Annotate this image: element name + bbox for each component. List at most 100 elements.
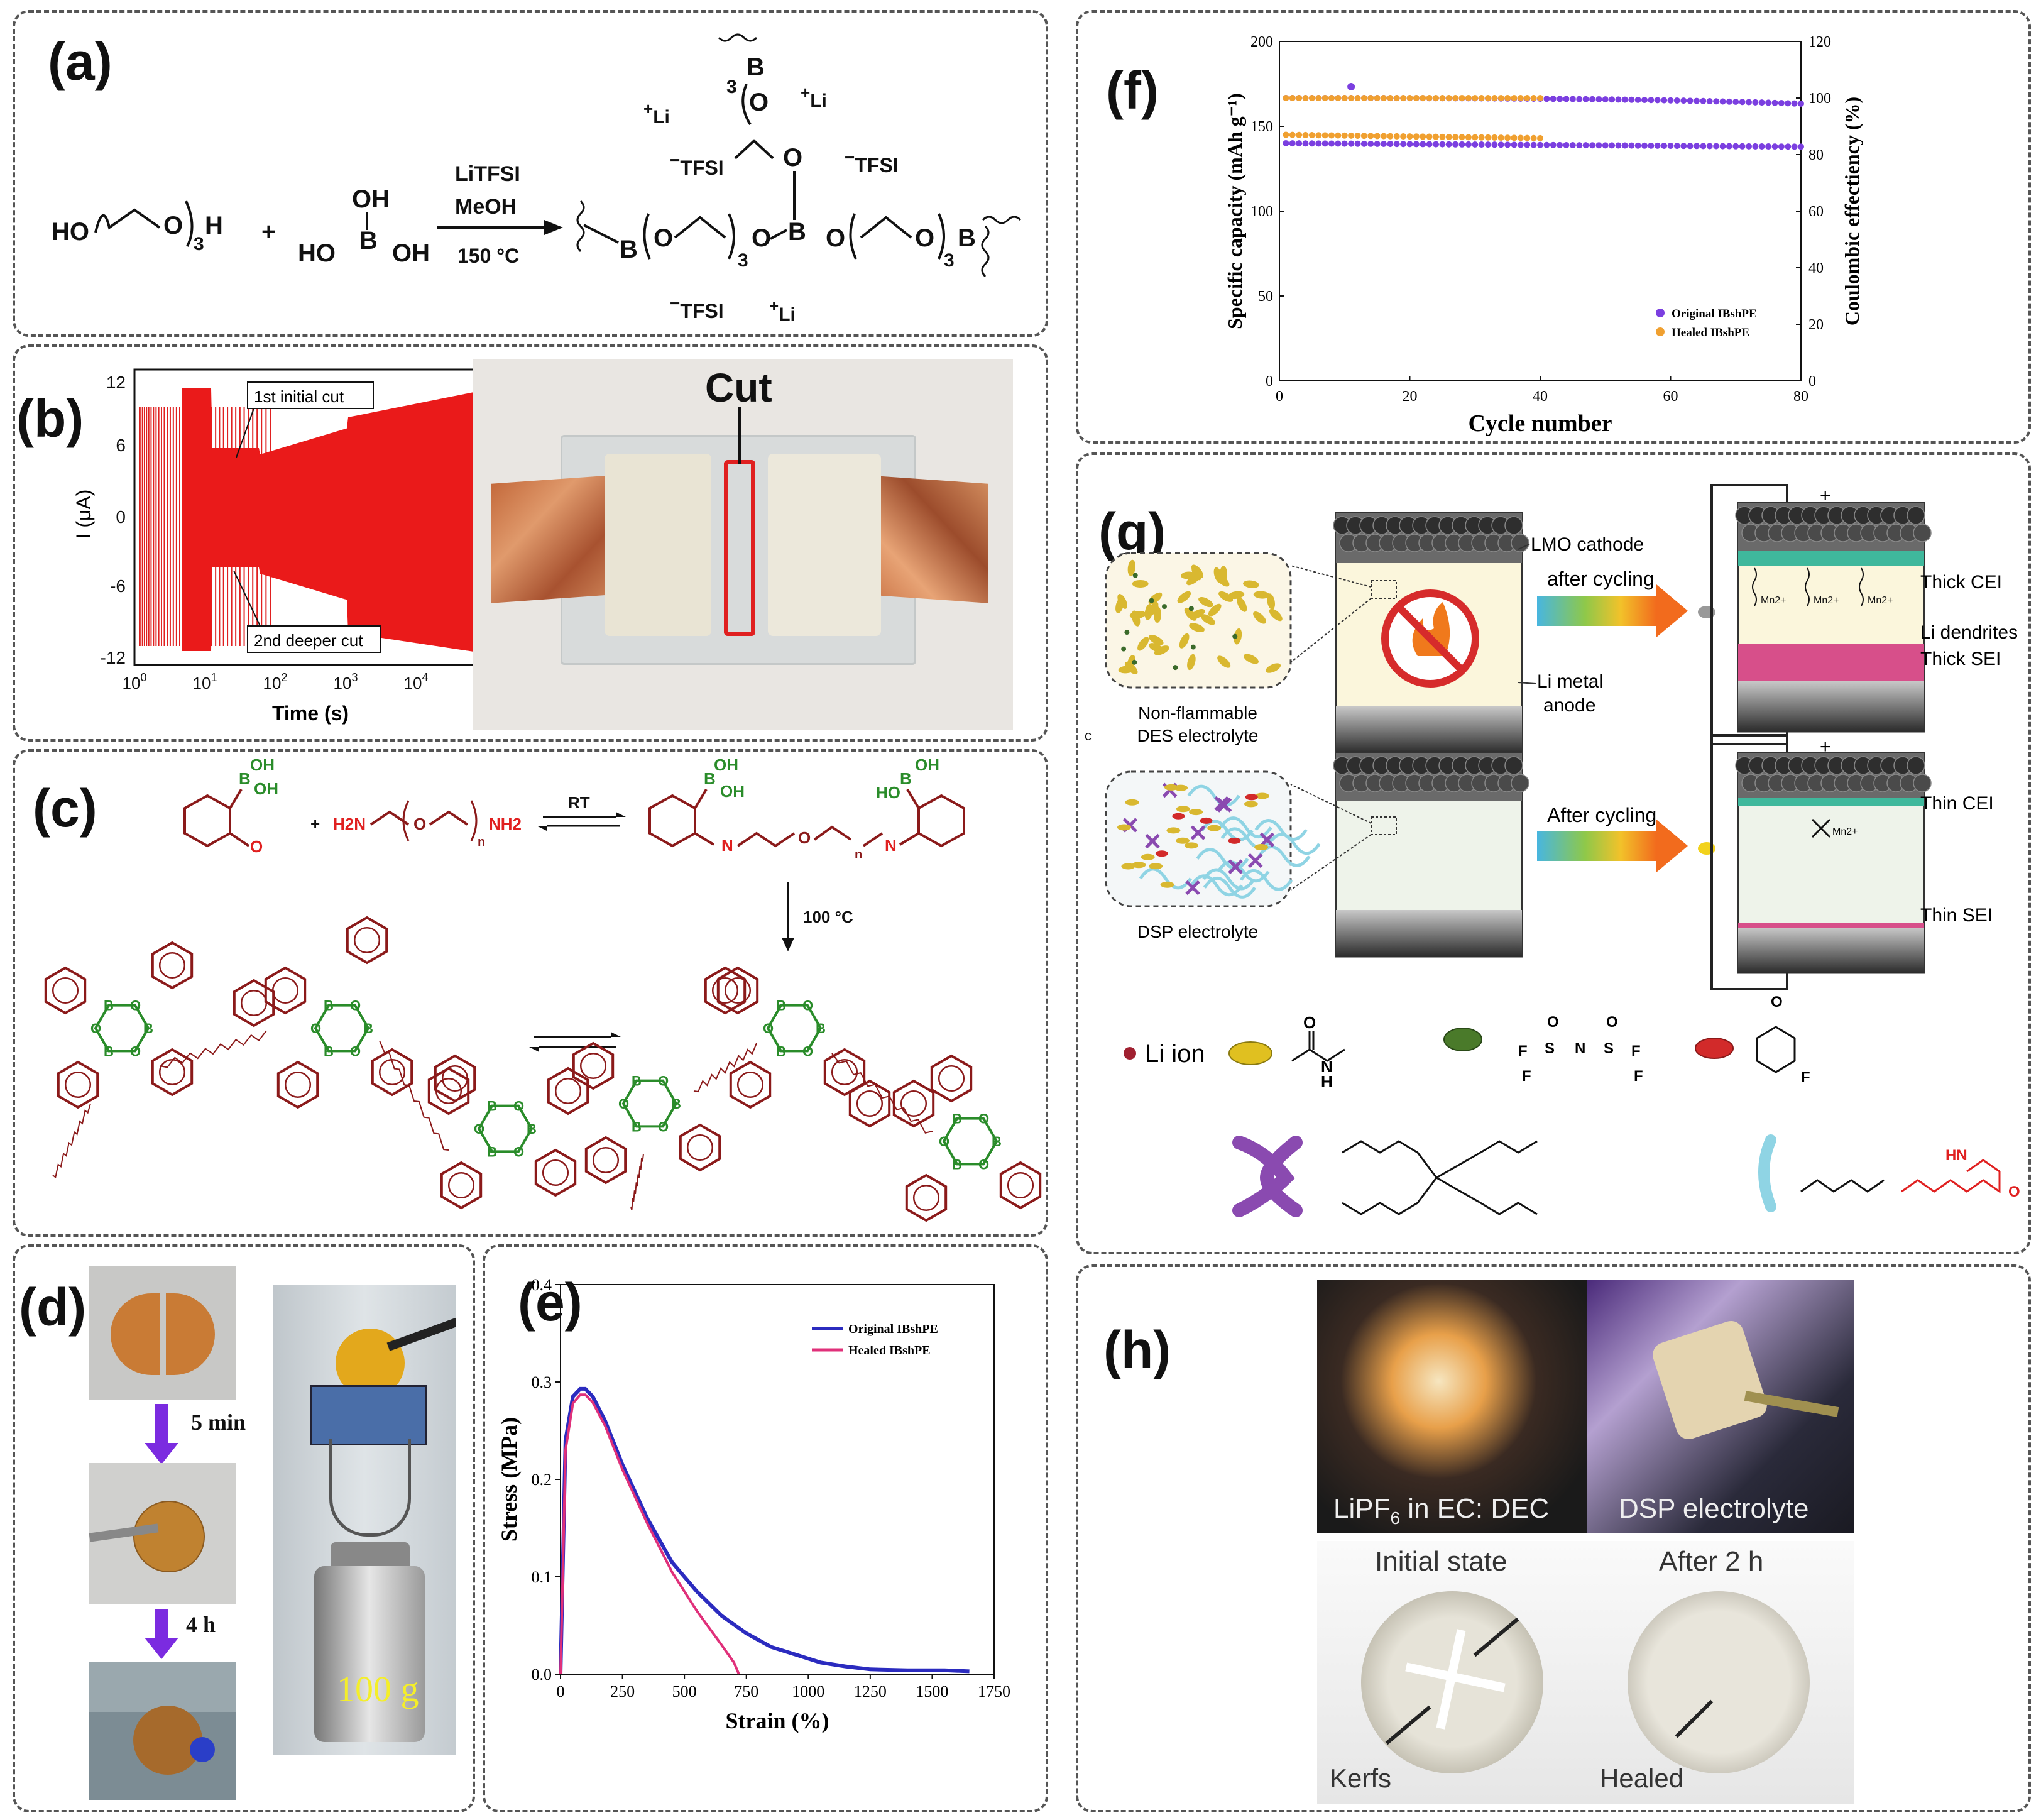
imine-product: B OH OH N O n N B HO OH [648, 755, 965, 862]
f-capacity-point [1504, 141, 1511, 148]
svg-text:O: O [90, 1021, 101, 1036]
f-capacity-point [1348, 132, 1355, 139]
current-time-plot: 12 6 0 -6 -12 I (μA) 100 101 102 103 104… [72, 368, 498, 725]
f-ce-point [1543, 96, 1550, 102]
time-4h: 4 h [186, 1612, 216, 1637]
prod-o4: O [915, 224, 934, 252]
panel-a-scheme: HO O 3 H + OH B HO OH LiTFSI MeOH 150 °C… [52, 33, 1022, 325]
panel-b: (b) 12 6 0 -6 -12 I (μA) 100 101 102 103… [13, 344, 1048, 742]
f-capacity-point [1387, 133, 1394, 140]
f-y2label: Coulombic effectiency (%) [1841, 97, 1863, 326]
f-y2tick: 80 [1808, 147, 1824, 163]
f-capacity-point [1465, 134, 1472, 141]
f-capacity-point [1758, 143, 1765, 150]
svg-text:O: O [413, 814, 426, 833]
svg-text:B: B [324, 998, 334, 1014]
f-capacity-point [1321, 140, 1328, 147]
atom-f: F [1631, 1043, 1641, 1060]
prod-b2: B [788, 218, 806, 246]
atom-hn: HN [1945, 1147, 1967, 1164]
f-y2tick: 60 [1808, 204, 1824, 220]
svg-text:O: O [350, 1043, 361, 1059]
lipf6-caption: LiPF6 in EC: DEC [1333, 1493, 1550, 1528]
atom-h: H [1321, 1072, 1333, 1091]
prod-b4: B [747, 53, 765, 81]
reagent-ho: HO [52, 218, 89, 246]
prod-sub3: 3 [726, 77, 737, 97]
f-ce-point [1654, 97, 1661, 104]
atom-f: F [1518, 1043, 1528, 1060]
f-ce-point [1621, 96, 1628, 103]
panel-g-label: (g) [1098, 502, 1166, 561]
panel-e-label: (e) [518, 1273, 583, 1332]
f-ce-point [1302, 95, 1309, 101]
f-ce-point [1732, 98, 1739, 105]
f-ce-point [1667, 97, 1674, 104]
svg-text:O: O [658, 1073, 669, 1089]
svg-text:N: N [885, 836, 897, 855]
f-capacity-point [1746, 143, 1752, 150]
prod-sub2: 3 [944, 250, 955, 271]
b-xtick: 104 [404, 671, 429, 693]
f-ce-point [1341, 95, 1348, 101]
f-ce-point [1661, 97, 1668, 104]
f-ce-point [1439, 95, 1446, 101]
f-capacity-point [1367, 133, 1374, 140]
e-series-healed [559, 1393, 740, 1675]
f-capacity-point [1778, 143, 1785, 150]
f-capacity-point [1798, 143, 1804, 150]
atom-o: O [1606, 1014, 1618, 1031]
f-capacity-point [1465, 141, 1472, 148]
panel-f-label: (f) [1106, 61, 1159, 120]
f-capacity-point [1628, 142, 1635, 149]
svg-text:O: O [978, 1156, 989, 1172]
reagent-sub: 3 [194, 234, 204, 255]
plus-c: + [310, 814, 320, 833]
f-capacity-point [1537, 134, 1543, 141]
b-ann1: 1st initial cut [254, 387, 344, 406]
f-capacity-point [1739, 143, 1746, 150]
f-ce-point [1550, 96, 1557, 102]
f-ce-point [1387, 95, 1394, 101]
f-capacity-point [1687, 143, 1694, 150]
f-xlabel: Cycle number [1468, 410, 1612, 437]
f-capacity-point [1296, 140, 1303, 147]
arrow-2 [155, 1609, 168, 1642]
svg-text:B: B [671, 1096, 681, 1112]
atom-f: F [1801, 1069, 1810, 1086]
f-capacity-point [1393, 141, 1400, 148]
f-ce-point [1719, 98, 1726, 105]
f-ce-point [1758, 99, 1765, 106]
f-ce-point [1765, 99, 1772, 106]
f-capacity-point [1387, 141, 1394, 148]
svg-text:HO: HO [876, 783, 900, 802]
f-ce-point [1778, 100, 1785, 107]
time-5min: 5 min [191, 1410, 246, 1435]
f-capacity-point [1433, 141, 1439, 148]
f-capacity-point [1576, 142, 1583, 149]
mn-2: Mn2+ [1814, 595, 1839, 606]
f-capacity-point [1517, 141, 1524, 148]
kerfs-label: Kerfs [1330, 1763, 1392, 1793]
f-ce-point [1557, 96, 1563, 102]
reagent-h: H [205, 212, 223, 239]
f-capacity-point [1289, 131, 1296, 138]
f-capacity-point [1315, 140, 1322, 147]
f-capacity-point [1452, 141, 1459, 148]
f-capacity-point [1694, 143, 1700, 150]
f-capacity-point [1406, 141, 1413, 148]
f-capacity-point [1673, 143, 1680, 150]
f-capacity-point [1615, 142, 1622, 149]
f-ce-point [1700, 97, 1707, 104]
f-capacity-point [1321, 132, 1328, 139]
initial-state-photo: Initial state Kerfs [1317, 1541, 1587, 1804]
f-capacity-point [1621, 142, 1628, 149]
svg-text:N: N [721, 836, 733, 855]
rt-label: RT [568, 793, 590, 812]
f-ce-point [1582, 96, 1589, 102]
f-xtick: 0 [1276, 388, 1283, 405]
atom-o: O [1547, 1014, 1559, 1031]
f-capacity-point [1433, 133, 1439, 140]
svg-text:O: O [130, 998, 141, 1014]
